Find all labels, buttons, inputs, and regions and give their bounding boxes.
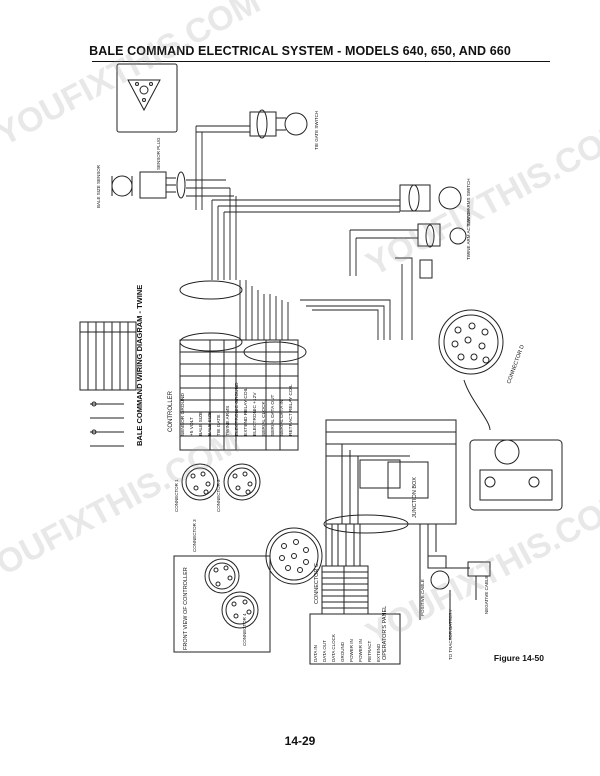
panel-signal-5: POWER IN — [358, 639, 363, 662]
component-label-11: TO TRACTOR BATTERY — [448, 609, 453, 660]
controller-signal-0: SENSOR GROUND — [180, 393, 186, 436]
page-title: BALE COMMAND ELECTRICAL SYSTEM - MODELS … — [89, 44, 511, 58]
component-label-0: BALE SIZE SENSOR — [96, 164, 101, 208]
controller-block — [179, 339, 299, 451]
legend-title: BALE COMMAND WIRING DIAGRAM - TWINE — [135, 285, 144, 446]
title-rule — [92, 61, 550, 62]
controller-signal-11: SERIAL DATA IN — [279, 399, 285, 436]
operators-panel-label: OPERATOR'S PANEL — [382, 606, 388, 660]
sensor-plug-inset — [116, 63, 178, 133]
legend-box — [79, 321, 137, 447]
controller-signal-3: BALE SIZE — [207, 412, 213, 436]
panel-signal-6: RETRACT — [367, 640, 372, 662]
connector-1 — [181, 463, 219, 501]
panel-signal-1: DATA OUT — [322, 640, 327, 662]
component-label-2: TIE GATE SWITCH — [314, 111, 319, 150]
component-label-5: CONNECTOR 1 — [174, 479, 179, 512]
connector-c — [265, 527, 323, 585]
component-label-6: CONNECTOR 2 — [216, 479, 221, 512]
junction-box — [325, 419, 457, 525]
controller-signal-10: SERIAL DATA OUT — [270, 394, 276, 436]
junction-box-label: JUNCTION BOX — [412, 477, 418, 518]
controller-signal-6: ELECTRONIC GROUND — [234, 382, 240, 436]
controller-signal-1: +5 VOLT — [189, 417, 195, 436]
panel-signal-4: POWER IN — [349, 639, 354, 662]
controller-signal-12: RETRACT RELAY COIL — [288, 384, 294, 436]
connector-d — [438, 309, 504, 431]
panel-signal-3: GROUND — [340, 641, 345, 662]
component-label-1: SENSOR PLUG — [156, 137, 161, 170]
controller-label: CONTROLLER — [168, 390, 174, 432]
twine-arms-switch — [399, 184, 462, 212]
operators-panel-block — [309, 524, 401, 665]
front-view-box — [173, 555, 271, 653]
connector-c-label: CONNECTOR C — [314, 563, 320, 604]
component-label-7: CONNECTOR 3 — [192, 519, 197, 552]
twine-arm-actuator — [417, 223, 467, 279]
panel-signal-7: EXTEND — [376, 643, 381, 662]
controller-signal-7: EXTEND RELAY COIL — [243, 387, 249, 436]
controller-signal-5: TWINE ARMS — [225, 406, 231, 436]
controller-signal-4: TIE GATE — [216, 415, 222, 437]
controller-signal-2: BALE SIZE — [198, 412, 204, 436]
tie-gate-switch — [249, 109, 308, 139]
panel-signal-0: DATA IN — [313, 645, 318, 662]
panel-signal-labels: DATA IN DATA OUT DATA CLOCK GROUND POWER IN P… — [313, 634, 381, 662]
component-label-3: TWINE ARMS SWITCH — [466, 179, 471, 227]
controller-signal-8: ELECTRONIC +12V — [252, 392, 258, 436]
panel-signal-2: DATA CLOCK — [331, 634, 336, 662]
component-label-8: CONNECTOR 4 — [242, 613, 247, 646]
harness-wires — [186, 125, 418, 340]
connector-d-receptacle — [469, 439, 563, 511]
front-view-label: FRONT VIEW OF CONTROLLER — [183, 567, 189, 650]
connector-2 — [223, 463, 261, 501]
page-number: 14-29 — [284, 734, 316, 748]
controller-signal-9: SERIAL CLOCK — [261, 400, 267, 436]
figure-label: Figure 14-50 — [493, 653, 544, 663]
component-label-9: POSITIVE CABLE — [420, 579, 425, 616]
connector-d-label: CONNECTOR D — [506, 344, 526, 384]
battery-wiring — [419, 524, 491, 640]
component-label-10: NEGATIVE CABLE — [484, 576, 489, 614]
bale-size-sensor — [111, 171, 186, 199]
component-labels: BALE SIZE SENSOR SENSOR PLUG TIE GATE SWIT… — [96, 111, 489, 660]
component-label-4: TWINE ARM ACTUATOR — [466, 208, 471, 260]
